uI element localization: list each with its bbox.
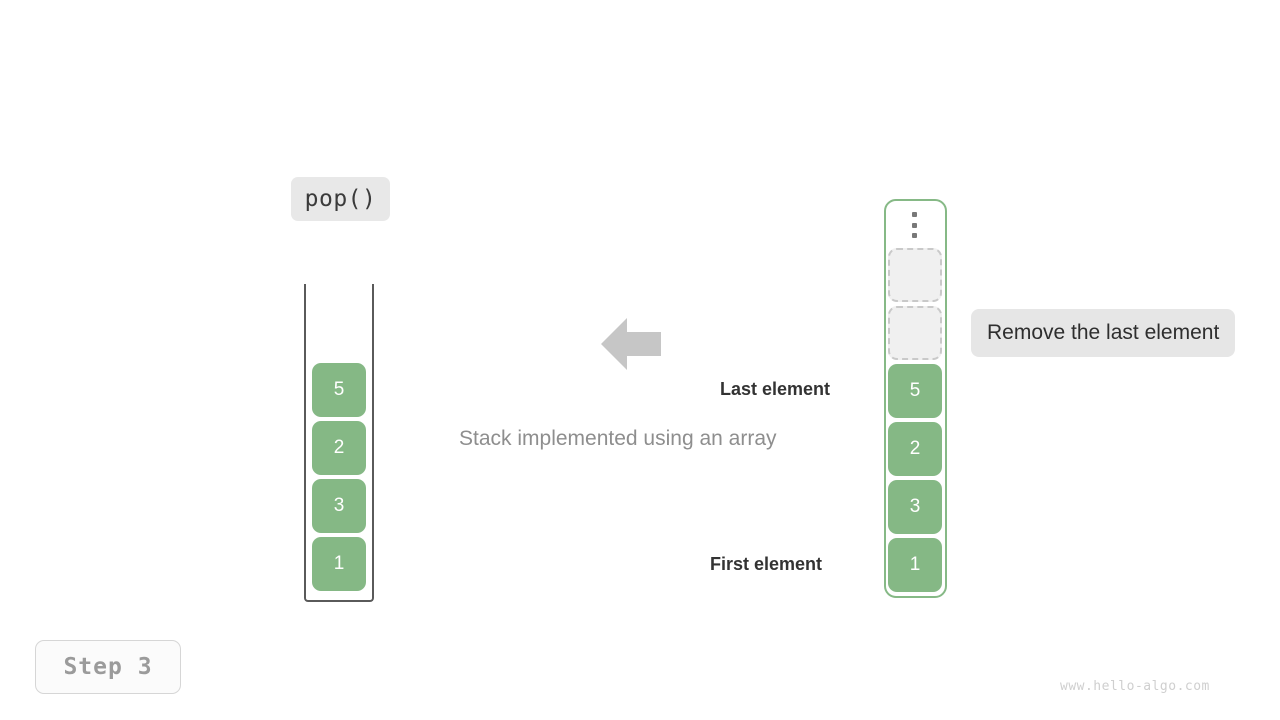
ellipsis-dot bbox=[911, 222, 917, 228]
step-badge: Step 3 bbox=[35, 640, 181, 694]
vertical-ellipsis-icon bbox=[910, 212, 918, 238]
array-cell: 3 bbox=[312, 479, 366, 533]
array-cell: 3 bbox=[888, 480, 942, 534]
last-element-label: Last element bbox=[720, 379, 831, 399]
array-cell: 1 bbox=[312, 537, 366, 591]
operation-badge: pop() bbox=[291, 177, 390, 221]
array-cell-empty bbox=[888, 306, 942, 360]
array-cells-after: 5 2 3 1 bbox=[888, 248, 942, 592]
array-cell-empty bbox=[888, 248, 942, 302]
array-container-before bbox=[304, 284, 374, 602]
ellipsis-dot bbox=[911, 233, 917, 238]
ellipsis-dot bbox=[911, 212, 917, 217]
note-bubble: Remove the last element bbox=[971, 309, 1236, 357]
array-cell: 2 bbox=[888, 422, 942, 476]
watermark: www.hello-algo.com bbox=[1060, 679, 1210, 694]
array-cell: 1 bbox=[888, 538, 942, 592]
array-cell: 5 bbox=[888, 364, 942, 418]
diagram-caption: Stack implemented using an array bbox=[459, 427, 777, 450]
array-cells-before: 5 2 3 1 bbox=[312, 363, 366, 591]
left-arrow-icon bbox=[601, 317, 661, 371]
array-cell: 2 bbox=[312, 421, 366, 475]
array-cell: 5 bbox=[312, 363, 366, 417]
first-element-label: First element bbox=[710, 554, 823, 574]
